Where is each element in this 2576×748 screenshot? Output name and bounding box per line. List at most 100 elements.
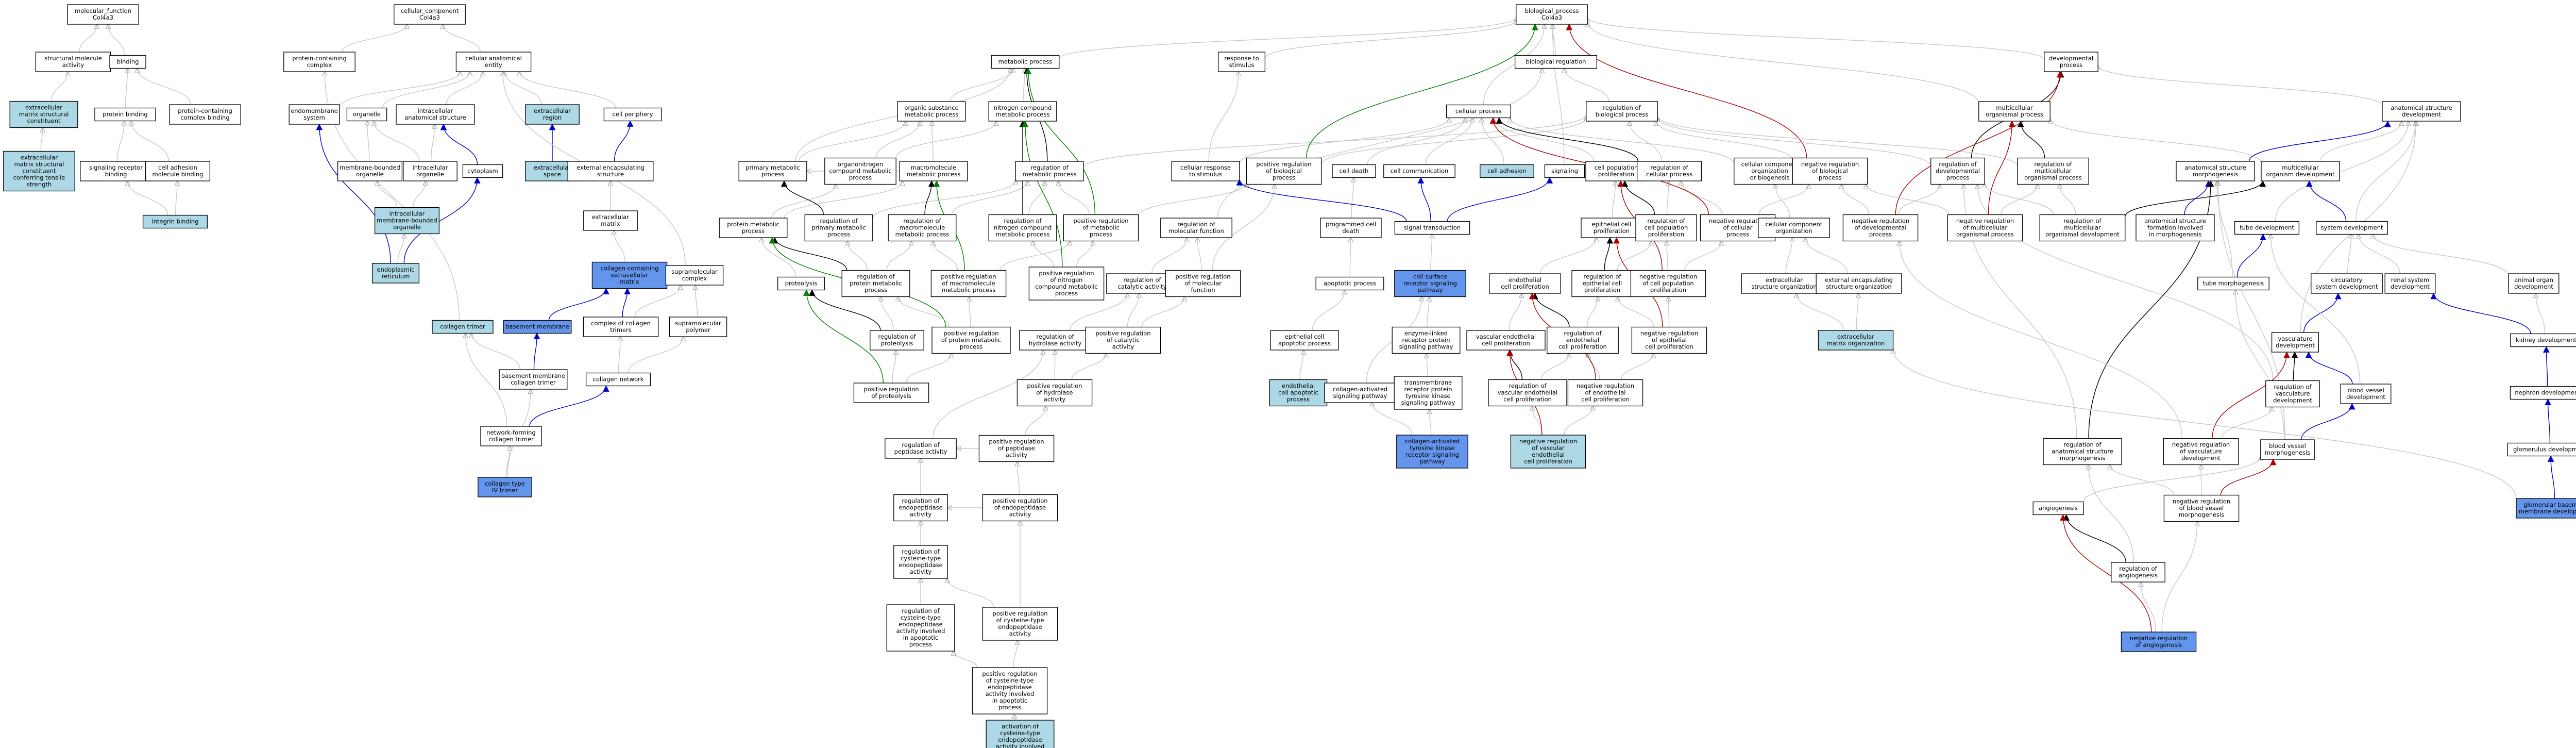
go-term-cellcomm: cell communication [1383, 164, 1455, 178]
go-term-cellproc: cellular process [1446, 104, 1512, 119]
term-box [9, 101, 78, 128]
term-label: cell periphery [613, 111, 653, 118]
term-box [1571, 270, 1633, 297]
term-label: binding [117, 58, 139, 65]
term-box [3, 151, 75, 192]
edge-is_a-nrbp-to-rbp [1656, 121, 1793, 161]
term-label: cell communication [1391, 168, 1448, 175]
edge-is_a-cambb-to-protbind [131, 121, 170, 162]
edge-is_a-rpa-to-rha [932, 350, 1043, 439]
edge-regulates-rprotmp-to-protmp [771, 237, 848, 271]
edge-is_a-celldeath-to-cellproc [1367, 118, 1465, 165]
edge-is_a-nrbvm-to-rasm [2110, 465, 2175, 495]
term-box [583, 317, 659, 337]
edge-is_a-rmop-to-rbp [1657, 117, 2018, 167]
edge-is_a-prmp-to-prbp [1138, 182, 1247, 217]
term-box [1630, 270, 1706, 297]
edge-is_a-prcteaap-to-prctea [1013, 640, 1018, 668]
edge-is_a-cocolt-to-supcomp [634, 285, 681, 318]
edge-regulates-rangio-to-angio [2063, 514, 2126, 563]
edge-neg-nrbp-to-bp [1566, 23, 1807, 158]
edge-regulates-rcpp-to-cpp [1621, 180, 1655, 215]
term-label: signal transduction [1404, 224, 1461, 231]
term-label: signaling [1551, 168, 1578, 175]
term-box [585, 372, 651, 387]
edge-is_a-nrcp-to-nrbp [1758, 185, 1808, 215]
term-box [503, 320, 572, 334]
term-box [2510, 386, 2576, 400]
edge-is_a-bvm-to-tubemorph [2235, 290, 2285, 440]
edge-is_a-ocmp-to-ncmp [895, 121, 996, 158]
term-box [1085, 326, 1161, 354]
edge-part_of-bmct-to-basmem [533, 333, 540, 370]
edge-is_a-rprotmp-to-rmmp [886, 241, 911, 271]
go-term-cyto: cytoplasm [462, 164, 503, 178]
term-box [1063, 214, 1139, 242]
edge-is_a-eeso-to-ccorg [1805, 238, 1848, 274]
edge-is_a-rvecp-to-rendcp [1541, 354, 1569, 380]
term-box [886, 604, 955, 652]
term-box [283, 52, 355, 72]
edge-is_a-nrendcp-to-rendcp [1588, 354, 1600, 380]
edge-is_a-ecmscts-to-ecmsc [41, 128, 43, 152]
go-term-protbind: protein binding [94, 107, 156, 122]
term-box [396, 104, 475, 125]
term-box [2163, 494, 2240, 522]
edge-is_a-bmct-to-colltrim [471, 334, 521, 370]
edge-is_a-nfct-to-colltrim [466, 334, 507, 427]
term-box [2136, 214, 2215, 242]
edge-is_a-ncmp-to-metproc [1023, 69, 1025, 102]
term-box [1246, 157, 1322, 185]
term-box [853, 383, 929, 403]
edge-is_a-resp-to-bp [1264, 20, 1516, 59]
go-term-celladh: cell adhesion [1480, 164, 1534, 178]
term-box [1758, 218, 1830, 238]
edge-is_a-nrecp-to-nrcpp [1668, 297, 1669, 327]
term-box [1466, 330, 1546, 351]
term-box [1480, 164, 1534, 178]
term-box [478, 477, 532, 497]
edge-regulates-rcp-to-cellproc [1496, 117, 1639, 162]
edge-part_of-bvd-to-vascdev [2305, 351, 2353, 385]
edge-is_a-cae-to-cc [443, 24, 481, 53]
term-label: cytoplasm [467, 168, 498, 175]
edge-is_a-rha-to-rca [1070, 293, 1127, 331]
edge-is_a-collnet-to-suppoly [628, 337, 683, 373]
term-box [371, 263, 420, 284]
